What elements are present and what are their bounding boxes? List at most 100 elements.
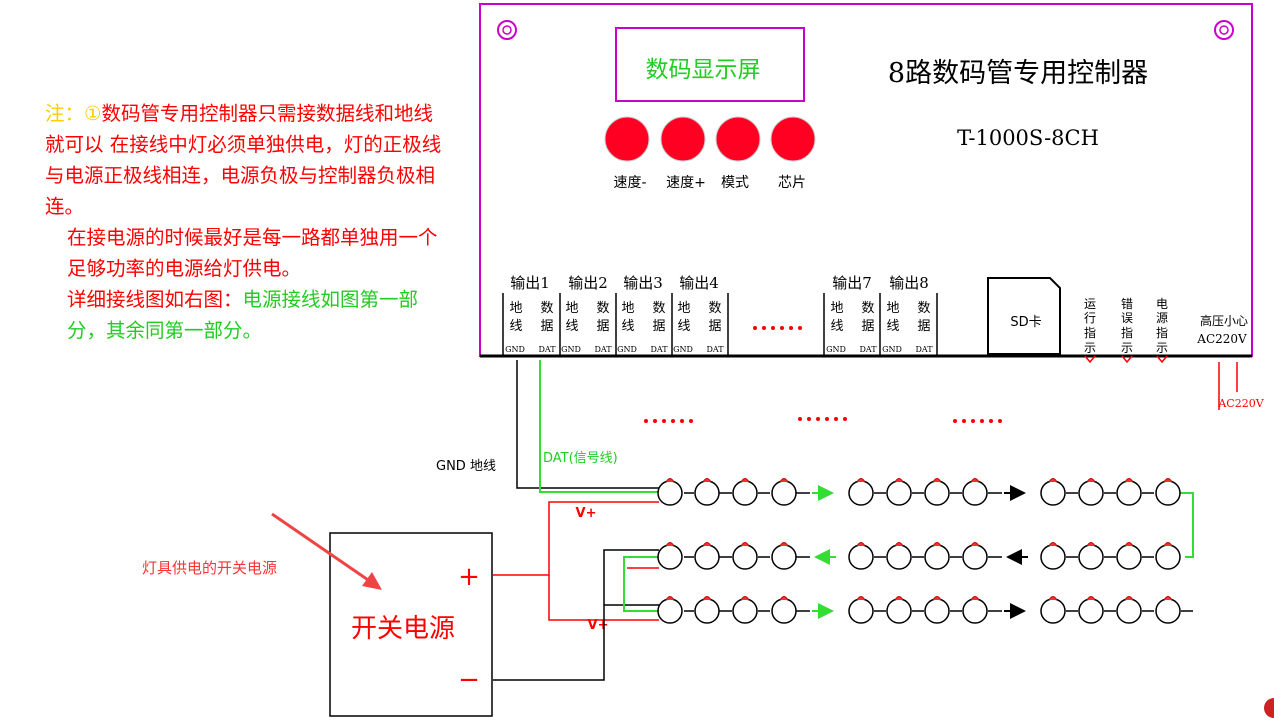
switching-power-supply [329,532,493,717]
app-logo-icon [1264,698,1274,718]
output-label: 输出4 [679,274,719,292]
pin-char: 地 [565,301,578,316]
led-icon [1121,355,1133,364]
pin-code: DAT [594,345,612,354]
indicator-char: 示 [1121,341,1133,355]
pin-char: 数 [917,301,930,316]
high-voltage-spec: AC220V [1196,332,1247,346]
led-bulb-icon [962,542,988,570]
pin-char: 数 [652,301,665,316]
ellipsis-dots [644,417,1002,423]
led-bulb-icon [848,596,874,624]
button-label: 模式 [721,175,749,191]
pin-char: 线 [621,319,634,334]
led-bulb-icon [1116,596,1142,624]
pin-char: 线 [886,319,899,334]
chain-wires [684,492,1193,612]
output-label: 输出1 [510,274,550,292]
controller-box [479,3,1253,358]
pin-char: 据 [861,319,874,334]
note-prefix: 注：① [45,102,102,125]
output-label: 输出8 [889,274,929,292]
dat-label: DAT(信号线) [543,451,618,466]
led-bulb-icon [886,542,912,570]
indicator-char: 指 [1156,325,1168,340]
led-bulb-icon [1116,542,1142,570]
indicator-char: 行 [1084,311,1096,325]
led-bulb-icon [886,478,912,506]
gnd-wire [516,360,659,489]
led-bulb-grid [657,478,1181,624]
mode-button[interactable] [715,116,761,162]
speed-down-button[interactable] [604,116,650,162]
gnd-return-wire [493,549,659,681]
note-line3-red: 详细接线图如右图： [67,288,243,311]
led-bulb-icon [657,542,683,570]
pin-code: GND [617,345,637,354]
note-line1: 数码管专用控制器只需接数据线和地线就可以 在接线中灯必须单独供电，灯的正极线与电… [45,102,442,218]
led-bulb-icon [1040,478,1066,506]
output-terminal-7: 输出7 地 线 数 据 GND DAT [823,274,881,355]
led-bulb-icon [1040,542,1066,570]
led-bulb-icon [657,596,683,624]
display-screen [615,27,805,102]
pin-char: 线 [565,319,578,334]
led-bulb-icon [1116,478,1142,506]
pin-char: 线 [677,319,690,334]
pin-code: GND [882,345,902,354]
pin-char: 线 [509,319,522,334]
pin-char: 地 [621,301,634,316]
led-bulb-icon [694,478,720,506]
led-bulb-icon [848,542,874,570]
pin-code: GND [673,345,693,354]
pin-char: 线 [830,319,843,334]
output-label: 输出2 [568,274,608,292]
wiring-note: 注：①数码管专用控制器只需接数据线和地线就可以 在接线中灯必须单独供电，灯的正极… [45,98,445,346]
signal-wire [1175,492,1194,558]
pin-char: 地 [886,301,899,316]
led-icon [1156,355,1168,364]
pin-code: DAT [706,345,724,354]
vplus-wire [493,501,659,576]
pin-char: 数 [708,301,721,316]
gnd-label: GND 地线 [436,459,496,474]
led-icon [1084,355,1096,364]
led-bulb-icon [771,542,797,570]
note-line2: 在接电源的时候最好是每一路都单独用一个足够功率的电源给灯供电。 [67,226,438,280]
button-label: 速度- [613,175,646,191]
speed-up-button[interactable] [660,116,706,162]
mount-hole-icon [1214,20,1234,40]
output-terminal-4: 输出4 地 线 数 据 GND DAT [673,274,729,355]
led-bulb-icon [732,596,758,624]
led-bulb-icon [962,596,988,624]
pin-code: GND [826,345,846,354]
run-indicator: 运 行 指 示 [1084,297,1096,364]
output-terminal-1: 输出1 地 线 数 据 GND DAT [502,274,561,355]
arrow-head-icon [362,572,382,590]
display-label: 数码显示屏 [646,57,761,83]
sd-card-slot[interactable] [987,277,1061,355]
output-terminal-8: 输出8 地 线 数 据 GND DAT [882,274,938,355]
pin-char: 数 [540,301,553,316]
pin-code: DAT [538,345,556,354]
led-bulb-icon [732,478,758,506]
led-bulb-icon [657,478,683,506]
pin-code: GND [505,345,525,354]
button-label: 芯片 [778,175,806,191]
psu-minus-terminal: − [458,665,480,695]
indicator-char: 误 [1121,311,1133,325]
chip-button[interactable] [770,116,816,162]
led-bulb-icon [924,596,950,624]
indicator-char: 源 [1156,311,1168,325]
pin-char: 地 [509,301,522,316]
dat-wire [539,360,659,493]
indicator-char: 指 [1121,325,1133,340]
indicator-char: 示 [1156,341,1168,355]
button-label: 速度+ [666,175,706,191]
indicator-char: 错 [1121,297,1133,311]
pin-char: 数 [861,301,874,316]
led-bulb-icon [886,596,912,624]
note-line3-green: 电源接线如图第一部分，其余同第一部分。 [67,288,419,342]
error-indicator: 错 误 指 示 [1121,297,1133,364]
